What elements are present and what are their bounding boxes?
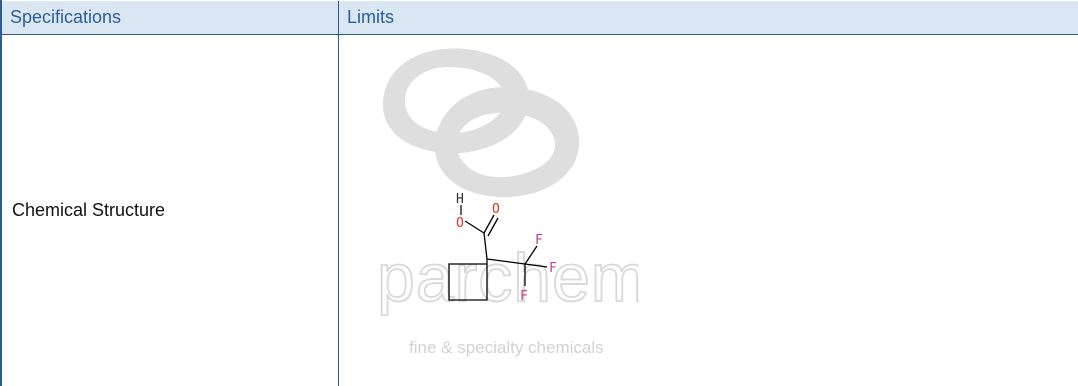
chemical-structure-image: parchem fine & specialty chemicals	[369, 43, 639, 383]
atom-oxygen-carbonyl: O	[492, 202, 500, 217]
header-limits: Limits	[338, 0, 1078, 35]
atom-hydrogen: H	[456, 192, 464, 207]
atom-fluorine-top: F	[535, 233, 543, 248]
structure-atoms: H O O F F F	[456, 192, 557, 304]
table-row: Chemical Structure parchem fine & specia…	[0, 34, 1078, 386]
bond-c-o-double-a	[483, 214, 495, 234]
watermark-ring-right	[434, 87, 580, 198]
bond-oh-c	[464, 220, 485, 234]
structure-svg: parchem fine & specialty chemicals	[376, 48, 639, 357]
spec-name-cell: Chemical Structure	[0, 34, 339, 386]
bond-c-c	[483, 232, 488, 260]
watermark-logo-rings	[383, 48, 580, 198]
bond-c-f-right	[524, 263, 548, 268]
bond-c-o-double-b	[487, 217, 499, 237]
table-header-row: Specifications Limits	[0, 0, 1078, 35]
watermark-brand-text: parchem	[377, 240, 639, 316]
structure-bonds	[448, 214, 548, 301]
atom-oxygen-hydroxyl: O	[456, 216, 464, 231]
watermark-tagline-text: fine & specialty chemicals	[409, 338, 604, 357]
cyclobutane-ring	[448, 259, 488, 301]
atom-fluorine-right: F	[549, 261, 557, 276]
limits-cell: parchem fine & specialty chemicals	[338, 34, 1078, 386]
watermark-ring-left	[383, 48, 529, 154]
header-specifications: Specifications	[0, 0, 339, 35]
bond-c-f-top	[524, 245, 538, 265]
atom-fluorine-bottom: F	[520, 289, 528, 304]
bond-c-cf3	[486, 258, 526, 265]
